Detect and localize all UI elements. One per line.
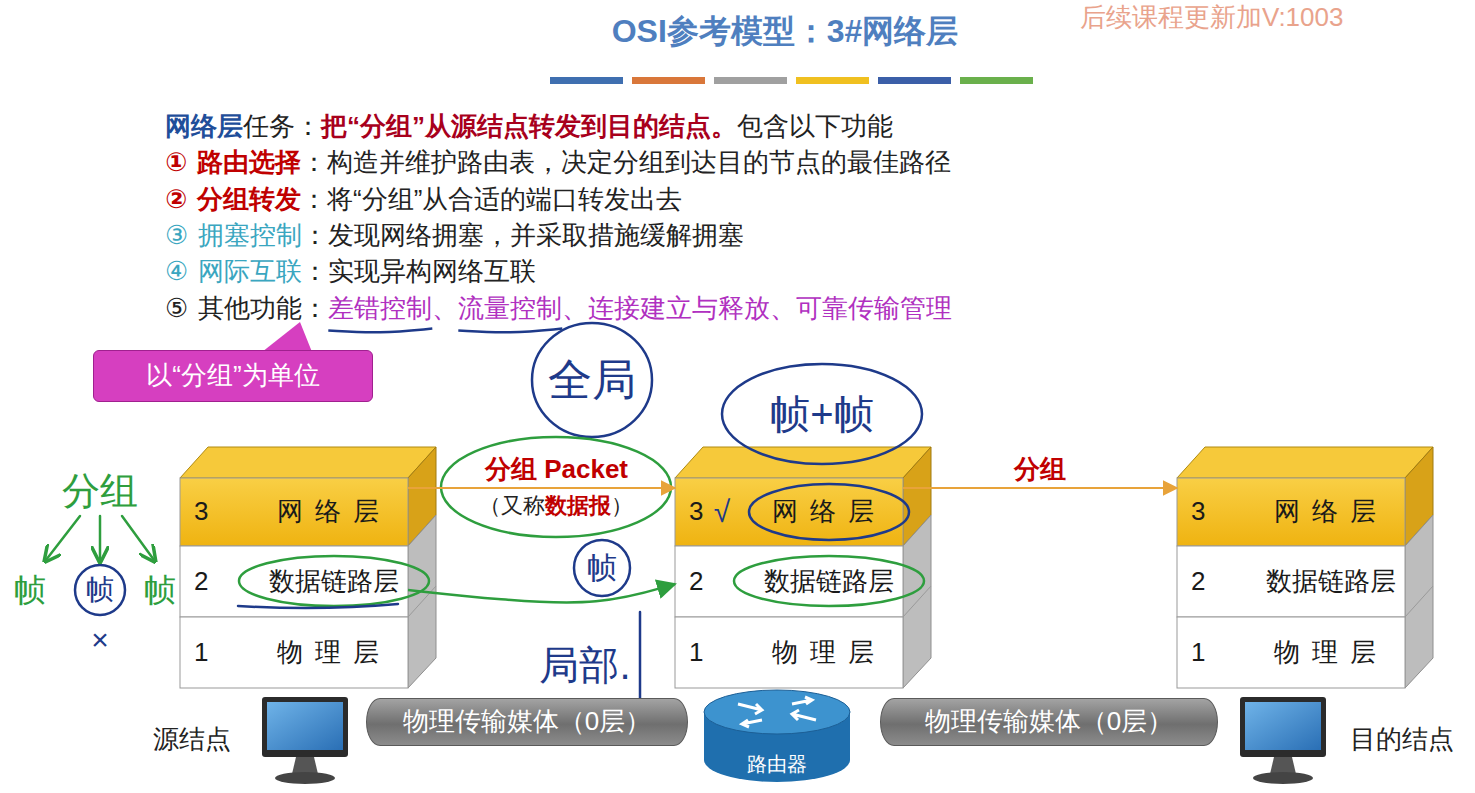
layer-number: 3	[1191, 496, 1205, 527]
item-number: ①	[165, 147, 187, 178]
page-title: OSI参考模型：3#网络层	[612, 12, 959, 50]
item-term: 其他功能：	[198, 293, 328, 324]
layer-stack	[1177, 447, 1433, 688]
alias-text: 数据报	[545, 493, 611, 519]
watermark: 后续课程更新加V:1003	[1080, 2, 1343, 33]
item-term: 拥塞控制	[198, 220, 302, 251]
osi-layer-box: 1 物理层	[1177, 617, 1405, 688]
callout-pointer	[262, 322, 312, 352]
handwritten-note: 帧	[14, 571, 46, 609]
handwritten-marks	[46, 323, 924, 700]
connector-arrow	[408, 584, 675, 603]
item-number: ④	[165, 256, 188, 287]
layer-name: 网络层	[1274, 496, 1387, 527]
node-caption: 源结点	[153, 724, 231, 755]
body-text: ：构造并维护路由表，决定分组到达目的节点的最佳路径	[301, 147, 951, 178]
computer-icon	[1240, 697, 1326, 784]
layer-number: 2	[689, 566, 703, 597]
item-number: ⑤	[165, 293, 188, 324]
layer-name: 网络层	[277, 496, 390, 527]
computer-icon	[262, 697, 348, 784]
layer-number: 1	[194, 637, 208, 668]
body-text: 任务：	[243, 111, 321, 142]
item-number: ②	[165, 184, 187, 215]
alias-text: ）	[611, 493, 633, 519]
osi-layer-box: 1 物理层	[675, 617, 903, 688]
layer-stack	[675, 447, 931, 688]
node-label: 物理传输媒体（0层）	[925, 706, 1173, 737]
layer-name: 数据链路层	[269, 566, 399, 597]
layer-name: 网络层	[772, 496, 885, 527]
body-text: ：发现网络拥塞，并采取措施缓解拥塞	[302, 220, 744, 251]
router-node: 路由器	[704, 690, 850, 782]
body-text: ：将“分组”从合适的端口转发出去	[301, 184, 682, 215]
osi-layer-box: 3 网络层	[180, 478, 408, 546]
layer-number: 3	[689, 496, 703, 527]
handwritten-note: 分组	[62, 469, 138, 515]
alias-text: （又称	[479, 493, 545, 519]
transmission-medium: 物理传输媒体（0层）	[880, 698, 1218, 746]
handwritten-note: 全局	[548, 354, 636, 407]
layer-number: 1	[689, 637, 703, 668]
handwritten-note: 局部.	[539, 641, 630, 689]
item-term: 路由选择	[197, 147, 301, 178]
handwritten-note: 帧	[144, 571, 176, 609]
router-symbol	[704, 690, 850, 782]
item-term: 分组转发	[197, 184, 301, 215]
body-text: 把“分组”从源结点转发到目的结点。	[321, 111, 737, 142]
handwritten-note: 帧	[587, 550, 617, 586]
node-label: 物理传输媒体（0层）	[403, 706, 651, 737]
connector-label: 分组	[1011, 454, 1069, 485]
node-label: 以“分组”为单位	[146, 360, 319, 391]
layer-number: 2	[194, 566, 208, 597]
heading-term: 网络层	[165, 111, 243, 142]
node-caption: 目的结点	[1350, 724, 1454, 755]
handwritten-underline	[458, 329, 562, 333]
body-text: 包含以下功能	[737, 111, 893, 142]
item-number: ③	[165, 220, 188, 251]
handwritten-note: 帧	[86, 573, 114, 607]
layer-stack	[180, 447, 436, 688]
osi-layer-box: 2 数据链路层	[675, 546, 903, 617]
osi-layer-box: 1 物理层	[180, 617, 408, 688]
layer-name: 物理层	[1274, 637, 1387, 668]
layer-name: 物理层	[277, 637, 390, 668]
layer-number: 2	[1191, 566, 1205, 597]
handwritten-note: ×	[91, 622, 109, 658]
body-text: 差错控制、流量控制、连接建立与释放、可靠传输管理	[328, 293, 952, 324]
osi-layer-box: 3 网络层	[675, 478, 903, 546]
handwritten-note: √	[714, 494, 730, 530]
osi-layer-box: 3 网络层	[1177, 478, 1405, 546]
connector-label: 分组 Packet	[482, 454, 631, 485]
connector-arrow	[903, 487, 1177, 489]
body-text: ：实现异构网络互联	[302, 256, 536, 287]
layer-name: 数据链路层	[1266, 566, 1396, 597]
item-term: 网际互联	[198, 256, 302, 287]
osi-layer-box: 2 数据链路层	[180, 546, 408, 617]
connector-arrow	[408, 487, 675, 489]
callout-box: 以“分组”为单位	[93, 350, 373, 402]
handwritten-note: 帧+帧	[770, 390, 873, 438]
title-color-bars	[550, 77, 1033, 84]
layer-name: 数据链路层	[764, 566, 894, 597]
transmission-medium: 物理传输媒体（0层）	[366, 698, 688, 746]
osi-layer-box: 2 数据链路层	[1177, 546, 1405, 617]
layer-number: 3	[194, 496, 208, 527]
handwritten-underline	[328, 329, 432, 333]
layer-name: 物理层	[772, 637, 885, 668]
node-label: 路由器	[747, 752, 807, 776]
layer-number: 1	[1191, 637, 1205, 668]
